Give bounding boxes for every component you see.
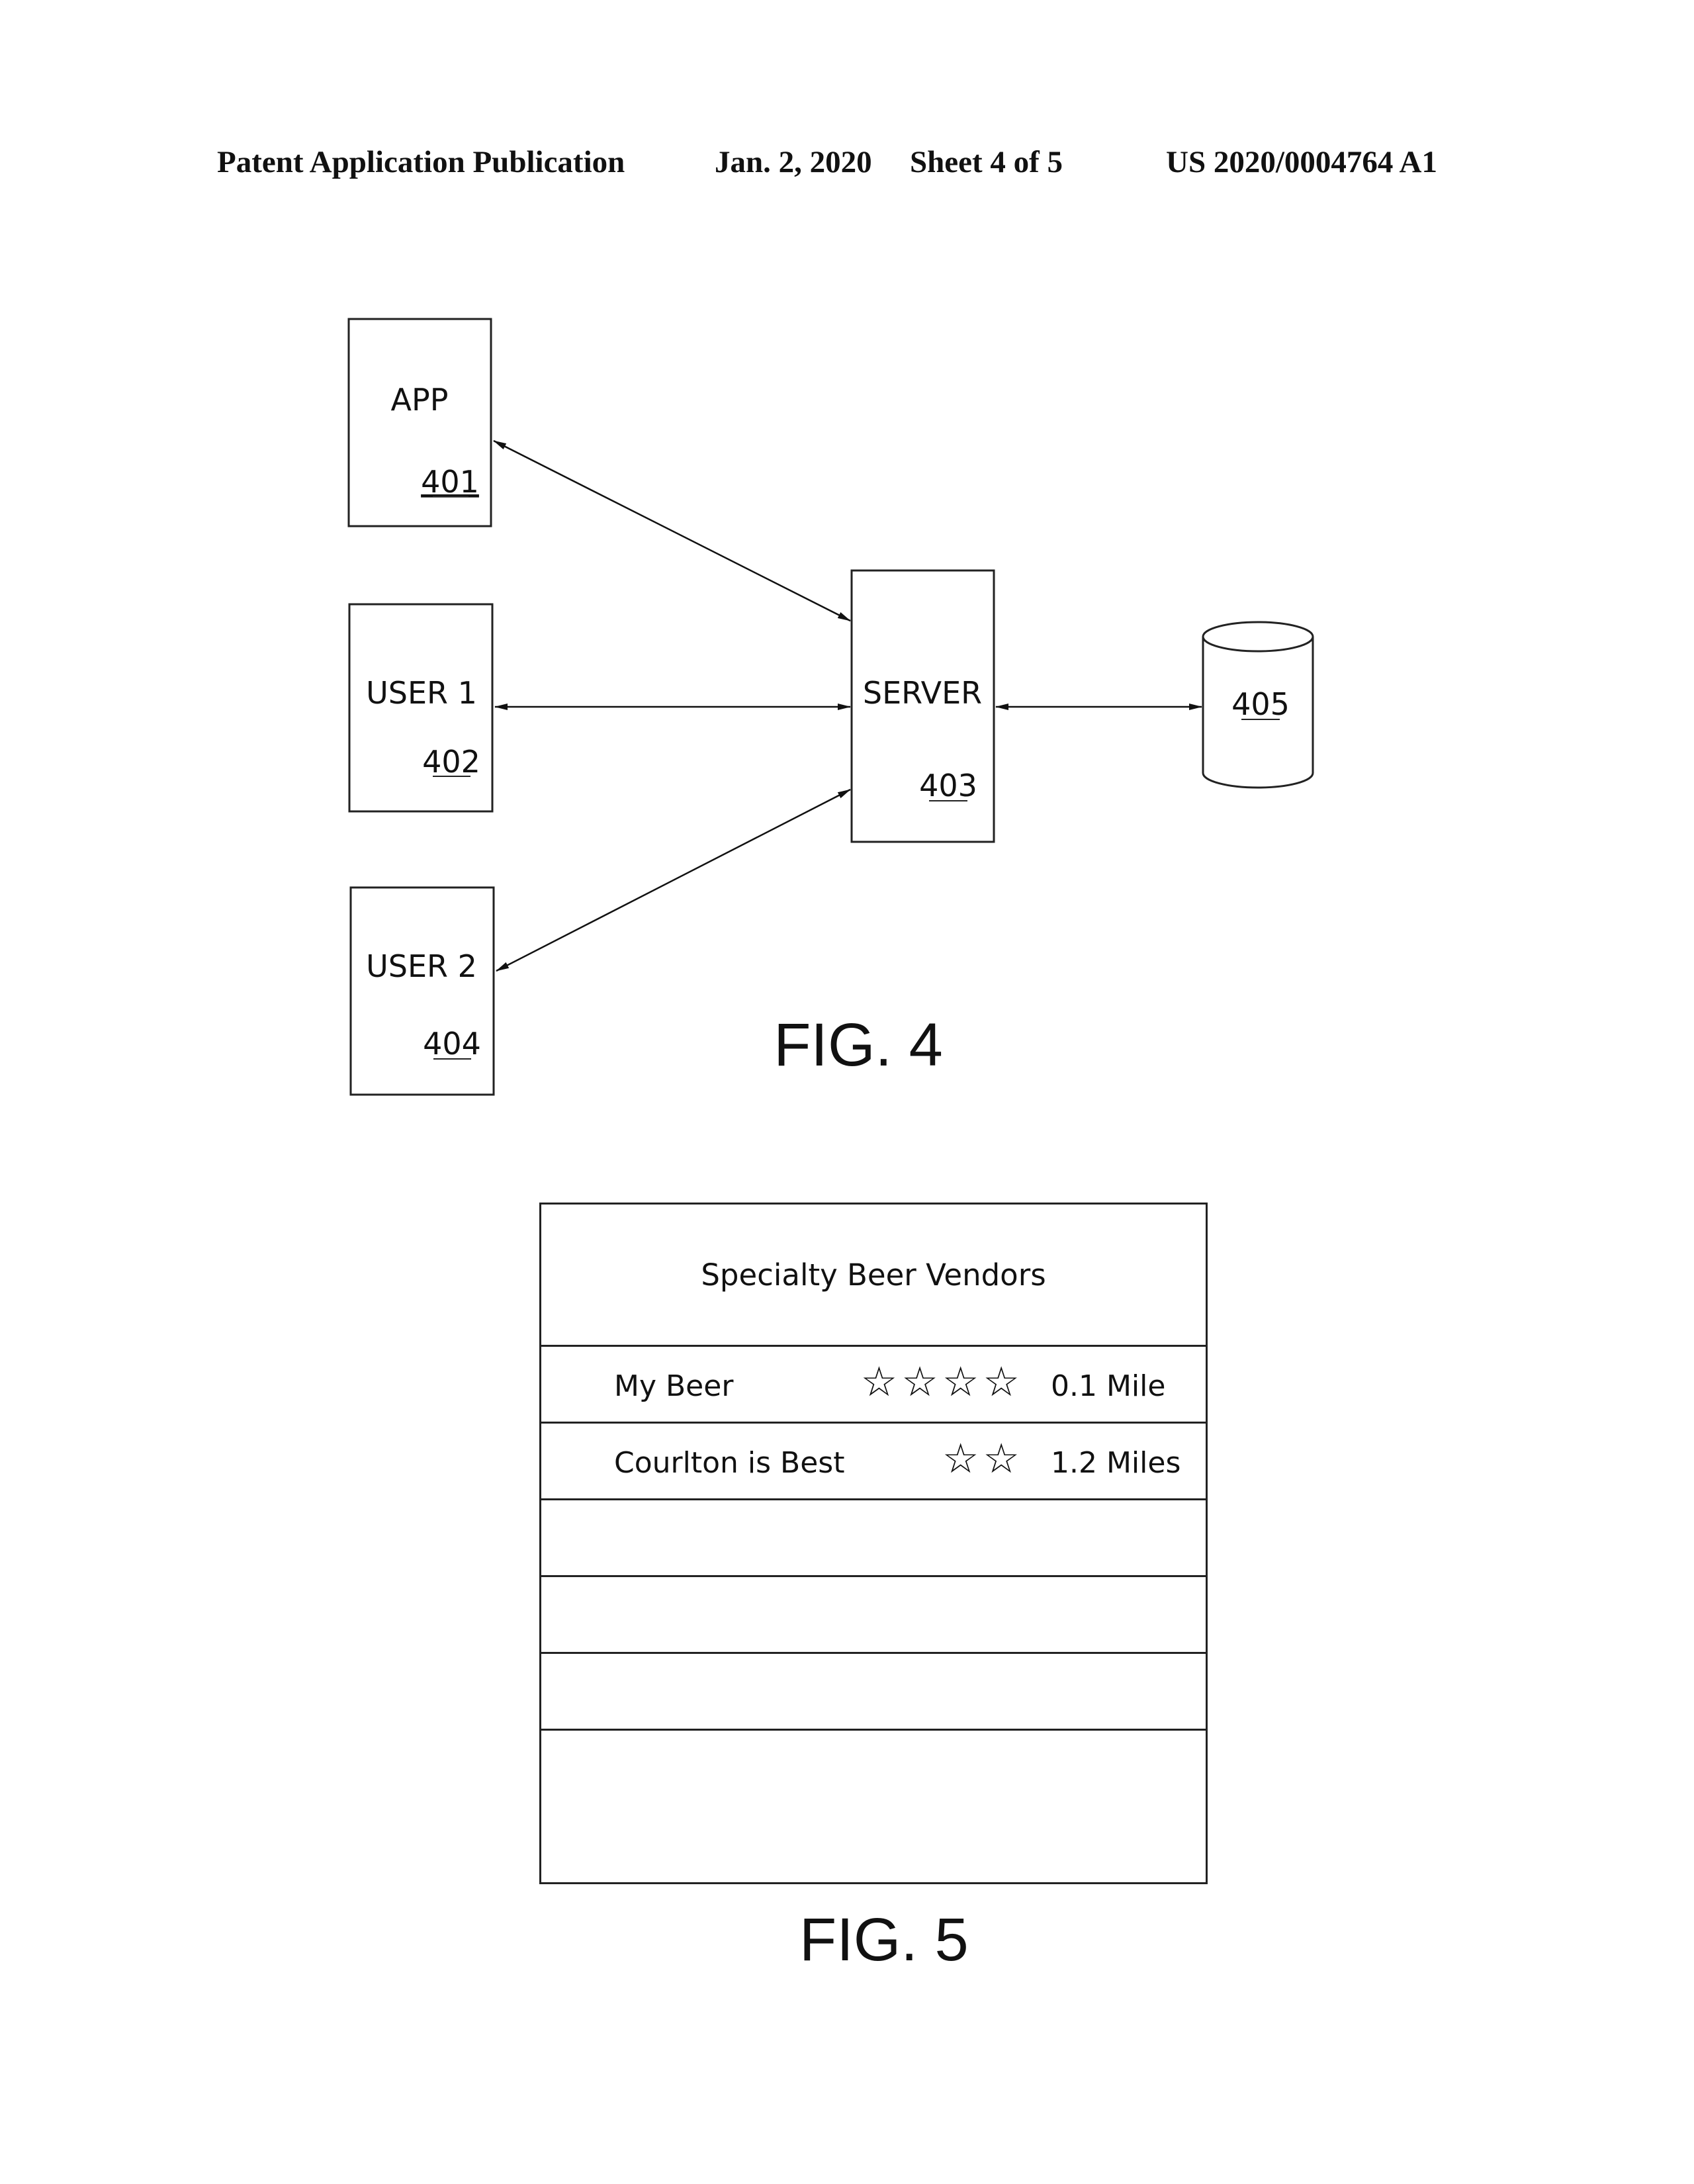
server-node: SERVER 403 — [850, 569, 995, 843]
vendor-row[interactable]: Courlton is Best ☆☆ 1.2 Miles — [541, 1424, 1206, 1500]
server-box — [850, 569, 995, 843]
empty-list-row — [541, 1654, 1206, 1731]
header-date: Jan. 2, 2020 — [715, 145, 872, 179]
empty-list-row — [541, 1500, 1206, 1577]
star-rating-icon: ☆☆☆☆ — [860, 1357, 1024, 1406]
vendor-name: My Beer — [614, 1369, 734, 1403]
user1-node: USER 1 402 — [348, 603, 494, 813]
vendor-distance: 1.2 Miles — [1051, 1446, 1181, 1480]
database-top — [1202, 621, 1314, 653]
server-label: SERVER — [863, 675, 982, 711]
database-body — [1202, 637, 1314, 789]
user2-label: USER 2 — [366, 948, 477, 984]
vendor-distance: 0.1 Mile — [1051, 1369, 1166, 1403]
app-box — [347, 318, 492, 527]
user2-node: USER 2 404 — [349, 886, 495, 1096]
fig4-diagram: APP 401 USER 1 402 USER 2 404 SERVER 403… — [347, 318, 1314, 1096]
user1-ref: 402 — [422, 744, 480, 780]
vendor-name: Courlton is Best — [614, 1446, 845, 1480]
connector-user2-server — [496, 788, 851, 972]
user1-box — [348, 603, 494, 813]
header-publication: Patent Application Publication — [217, 145, 625, 179]
connector-app-server — [493, 439, 851, 622]
vendor-list-title: Specialty Beer Vendors — [541, 1205, 1206, 1347]
app-node: APP 401 — [347, 318, 492, 527]
vendor-row[interactable]: My Beer ☆☆☆☆ 0.1 Mile — [541, 1347, 1206, 1424]
header-sheet: Sheet 4 of 5 — [910, 145, 1063, 179]
header-patent-number: US 2020/0004764 A1 — [1166, 145, 1437, 179]
user2-box — [349, 886, 495, 1096]
empty-list-row — [541, 1577, 1206, 1654]
user2-ref: 404 — [423, 1026, 481, 1062]
app-label: APP — [391, 382, 449, 418]
vendor-list-panel: Specialty Beer Vendors My Beer ☆☆☆☆ 0.1 … — [539, 1203, 1208, 1884]
database-ref: 405 — [1231, 686, 1290, 722]
star-rating-icon: ☆☆ — [942, 1434, 1024, 1482]
database-node: 405 — [1202, 621, 1314, 789]
fig4-caption: FIG. 4 — [774, 1011, 943, 1079]
server-ref: 403 — [919, 768, 977, 803]
app-ref: 401 — [421, 464, 479, 500]
fig5-caption: FIG. 5 — [799, 1906, 969, 1974]
user1-label: USER 1 — [366, 675, 477, 711]
